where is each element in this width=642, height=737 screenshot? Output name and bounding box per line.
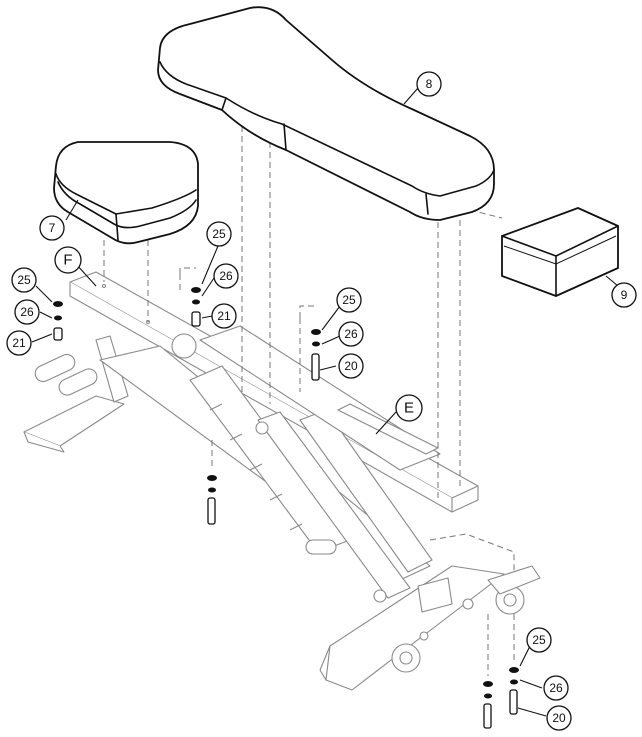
callout-26-front-label: 26 [549,681,563,695]
callout-26-left: 26 [14,299,40,325]
back-pad [157,6,495,221]
callout-25-upper: 25 [206,221,232,247]
seat-pad [53,141,199,245]
callout-20-front: 20 [546,705,572,731]
callout-26-upper-label: 26 [219,269,233,283]
callout-20-center-label: 20 [344,359,358,373]
callout-9-label: 9 [621,288,628,302]
callout-26-front: 26 [543,675,569,701]
hardware-center [311,329,321,381]
leader-lines [31,87,619,717]
callout-26-upper: 26 [213,263,239,289]
callout-20-center: 20 [338,353,364,379]
hardware-front-b [509,667,519,715]
callout-7: 7 [39,215,65,241]
callout-20-front-label: 20 [552,711,566,725]
callout-25-front-label: 25 [532,633,546,647]
callout-25-left-label: 25 [17,273,31,287]
callout-25-left: 25 [11,267,37,293]
hardware-upper-mid [191,287,201,327]
callout-E-label: E [404,400,414,417]
callout-F: F [54,246,82,274]
cover-box [501,207,619,297]
callout-26-left-label: 26 [20,305,34,319]
callout-8-label: 8 [426,77,433,91]
callout-25-center-label: 25 [342,293,356,307]
callout-25-front: 25 [526,627,552,653]
callout-E: E [395,394,423,422]
callout-8: 8 [416,71,442,97]
callout-21-left-label: 21 [12,336,26,350]
callout-21-upper-label: 21 [217,309,231,323]
callout-9: 9 [611,282,637,308]
hardware-front-a [483,681,493,729]
callout-21-left: 21 [6,330,32,356]
callout-26-center-label: 26 [344,327,358,341]
callout-26-center: 26 [338,321,364,347]
callout-25-upper-label: 25 [212,227,226,241]
hardware-lower [207,475,217,525]
callout-F-label: F [63,252,72,269]
bench-frame [23,271,541,691]
callout-7-label: 7 [49,221,56,235]
callout-25-center: 25 [336,287,362,313]
callout-21-upper: 21 [211,303,237,329]
hardware-left [53,301,63,341]
